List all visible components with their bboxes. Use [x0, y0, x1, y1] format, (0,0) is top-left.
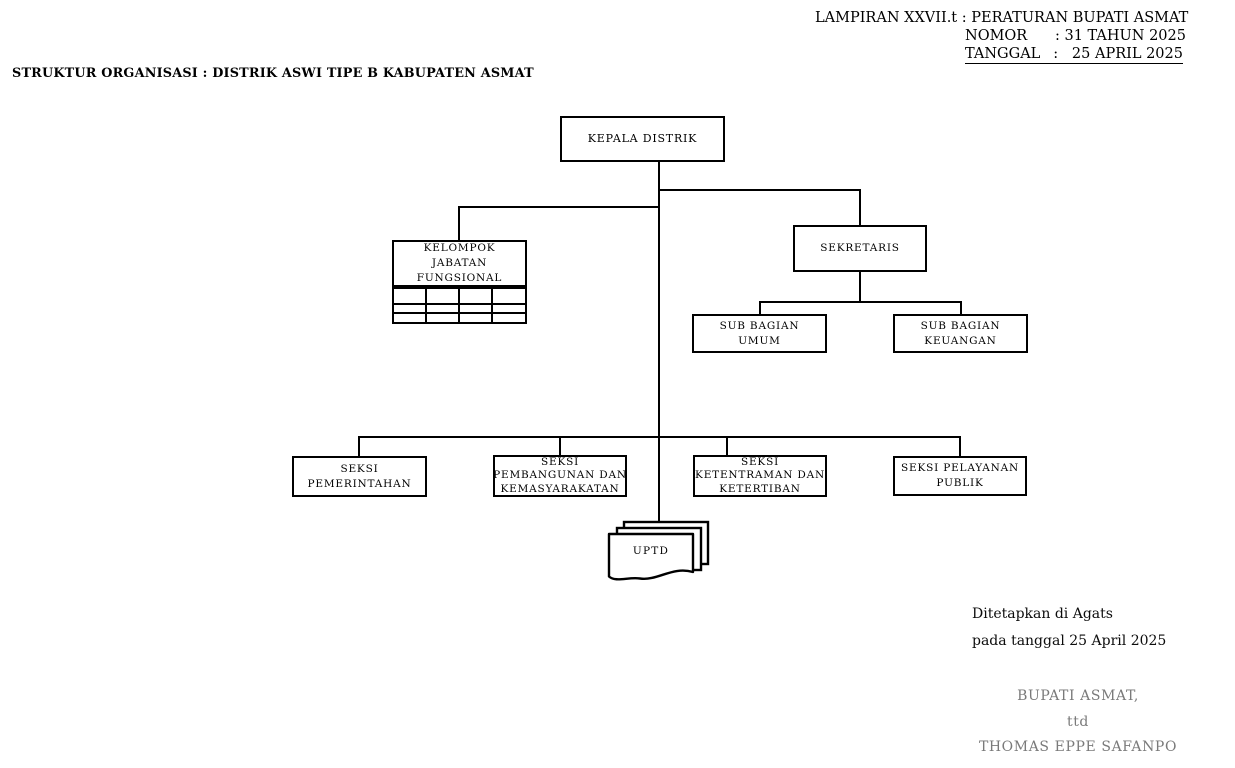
connector-to-pelayanan-v — [959, 436, 961, 456]
node-seksi-pemerintahan-label: SEKSI PEMERINTAHAN — [307, 462, 412, 490]
uptd-document-stack-icon — [600, 516, 715, 586]
connector-to-keuangan-v — [960, 301, 962, 314]
connector-to-sekretaris-h — [658, 189, 861, 191]
connector-to-pembangunan-v — [559, 436, 561, 455]
node-seksi-pelayanan-label: SEKSI PELAYANAN PUBLIK — [901, 462, 1019, 489]
node-seksi-pembangunan-label: SEKSI PEMBANGUNAN DAN KEMASYARAKATAN — [493, 455, 627, 495]
lampiran-line: LAMPIRAN XXVII.t : PERATURAN BUPATI ASMA… — [815, 10, 1189, 26]
grid-line-v2 — [458, 289, 460, 322]
node-uptd-label: UPTD — [632, 545, 670, 557]
node-kepala-distrik-label: KEPALA DISTRIK — [587, 132, 698, 146]
tanggal-label: TANGGAL — [965, 46, 1041, 62]
page-title: STRUKTUR ORGANISASI : DISTRIK ASWI TIPE … — [12, 66, 534, 81]
node-seksi-ketentraman: SEKSI KETENTRAMAN DAN KETERTIBAN — [693, 455, 827, 497]
node-sub-bagian-umum: SUB BAGIAN UMUM — [692, 314, 827, 353]
node-seksi-ketentraman-label: SEKSI KETENTRAMAN DAN KETERTIBAN — [695, 455, 825, 495]
tanggal-row: TANGGAL : 25 APRIL 2025 — [965, 45, 1183, 64]
grid-line-h2 — [394, 312, 525, 314]
nomor-row: NOMOR : 31 TAHUN 2025 — [965, 27, 1195, 45]
node-sekretaris: SEKRETARIS — [793, 225, 927, 272]
connector-to-kelompok-h — [458, 206, 660, 208]
connector-seksi-h — [358, 436, 961, 438]
pada-tanggal-line: pada tanggal 25 April 2025 — [972, 633, 1167, 649]
connector-main-vertical — [658, 162, 660, 524]
node-seksi-pelayanan: SEKSI PELAYANAN PUBLIK — [893, 456, 1027, 496]
uptd-document-svg — [607, 520, 710, 581]
grid-line-h1 — [394, 303, 525, 305]
signature-block: BUPATI ASMAT, ttd THOMAS EPPE SAFANPO — [978, 688, 1178, 755]
functional-positions-grid — [392, 287, 527, 324]
node-kelompok-label: KELOMPOK JABATAN FUNGSIONAL — [416, 242, 503, 284]
connector-sekretaris-down — [859, 272, 861, 303]
node-seksi-pembangunan: SEKSI PEMBANGUNAN DAN KEMASYARAKATAN — [493, 455, 627, 497]
node-kelompok-jabatan-fungsional: KELOMPOK JABATAN FUNGSIONAL — [392, 240, 527, 287]
connector-to-kelompok-v — [458, 206, 460, 240]
connector-subbagian-h — [759, 301, 962, 303]
node-sub-bagian-umum-label: SUB BAGIAN UMUM — [719, 319, 800, 347]
node-sekretaris-label: SEKRETARIS — [820, 242, 900, 255]
node-kepala-distrik: KEPALA DISTRIK — [560, 116, 725, 162]
node-sub-bagian-keuangan: SUB BAGIAN KEUANGAN — [893, 314, 1028, 353]
grid-line-v1 — [425, 289, 427, 322]
nomor-value: : 31 TAHUN 2025 — [1055, 28, 1186, 44]
connector-to-sekretaris-v — [859, 189, 861, 225]
connector-to-ketentraman-v — [726, 436, 728, 455]
node-sub-bagian-keuangan-label: SUB BAGIAN KEUANGAN — [920, 319, 1001, 347]
connector-to-pemerintahan-v — [358, 436, 360, 456]
ditetapkan-line: Ditetapkan di Agats — [972, 606, 1113, 622]
node-seksi-pemerintahan: SEKSI PEMERINTAHAN — [292, 456, 427, 497]
tanggal-value: : 25 APRIL 2025 — [1053, 46, 1183, 62]
grid-line-v3 — [491, 289, 493, 322]
nomor-label: NOMOR — [965, 28, 1028, 44]
connector-to-umum-v — [759, 301, 761, 314]
legal-header: LAMPIRAN XXVII.t : PERATURAN BUPATI ASMA… — [815, 9, 1195, 64]
